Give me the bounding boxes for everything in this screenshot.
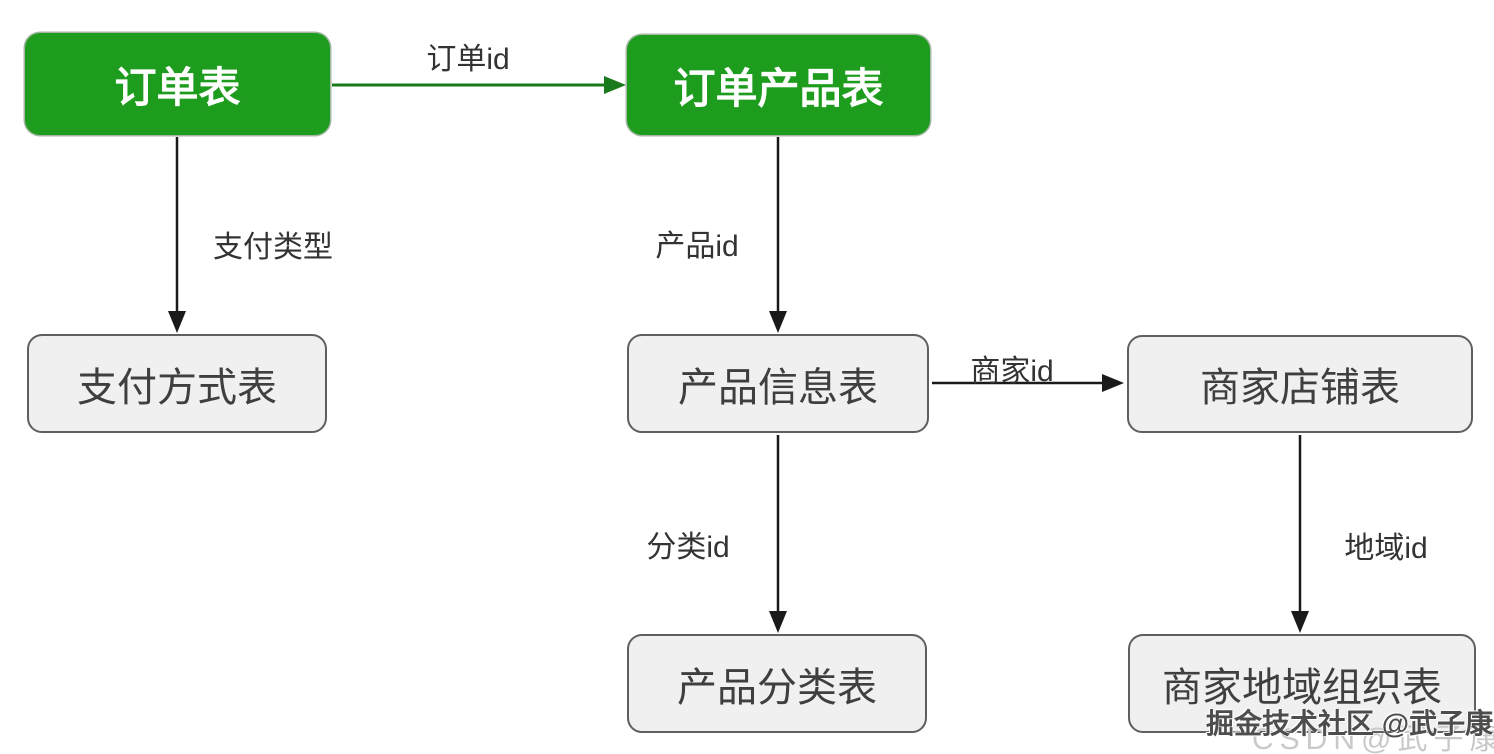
node-product-category-table: 产品分类表 (627, 634, 927, 733)
edge-merchant-shop-to-merchant-region-arrow (1291, 435, 1309, 633)
edge-order-to-payment-arrow (168, 137, 186, 333)
edge-label-category-id: 分类id (646, 531, 730, 564)
edge-product-info-to-product-category-arrow (769, 435, 787, 633)
edge-label-payment-type: 支付类型 (213, 231, 333, 264)
watermark-primary: 掘金技术社区 @武子康 (1206, 708, 1494, 739)
edge-label-merchant-id: 商家id (970, 355, 1054, 388)
node-payment-method-table: 支付方式表 (27, 334, 327, 433)
edge-order-product-to-product-info-arrow (769, 137, 787, 333)
node-order-product-table: 订单产品表 (627, 35, 930, 135)
node-merchant-shop-table: 商家店铺表 (1127, 335, 1473, 433)
node-order-table: 订单表 (25, 33, 330, 135)
edge-label-order-id: 订单id (426, 43, 510, 76)
watermark-secondary: CSDN@武子康 (1252, 723, 1494, 754)
edge-label-product-id: 产品id (655, 230, 739, 263)
node-product-info-table: 产品信息表 (627, 334, 929, 433)
node-merchant-region-table: 商家地域组织表 (1128, 634, 1476, 733)
edge-label-region-id: 地域id (1344, 532, 1428, 565)
edge-order-to-order-product-arrow (332, 76, 626, 94)
